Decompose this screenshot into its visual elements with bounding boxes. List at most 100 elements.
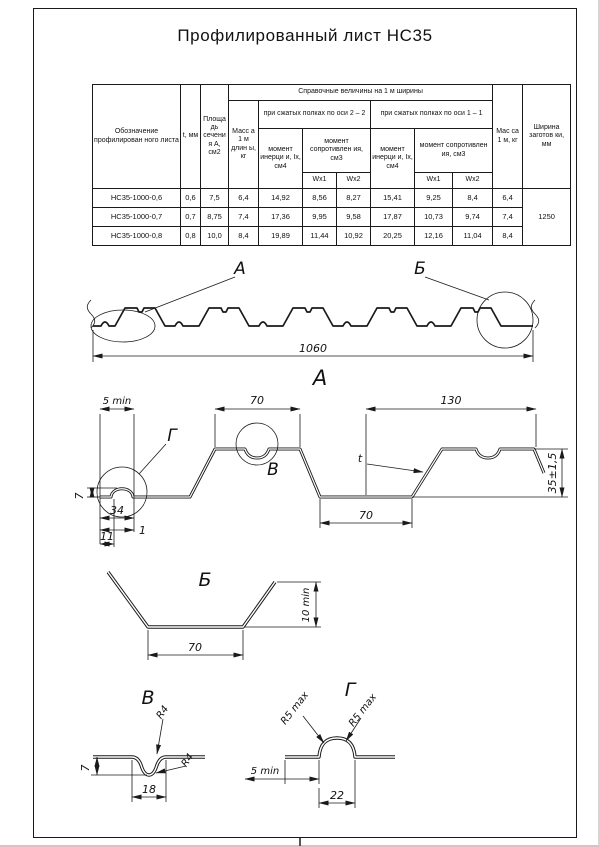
header-mass-length: Масс а 1 м длин ы, кг [228, 100, 259, 189]
cell-designation: НС35-1000-0,7 [92, 207, 181, 227]
section-g-label: Г [345, 679, 357, 701]
cell-t: 0,8 [180, 226, 201, 246]
cell-w11-1: 12,16 [414, 226, 453, 246]
dim-18: 18 [142, 783, 156, 796]
header-designation: Обозначение профилирован ного листа [92, 84, 181, 189]
sheet-center-mark [299, 838, 301, 846]
section-a-label: А [312, 366, 328, 390]
dimension-bump-height-7: 7 [73, 487, 117, 500]
thickness-callout: t [358, 452, 424, 474]
callout-b-label: Б [414, 259, 426, 279]
cell-w22-1: 9,95 [302, 207, 337, 227]
cell-w11-2: 11,04 [451, 226, 494, 246]
section-b-label: Б [198, 569, 211, 591]
section-b-drawing: Б 70 10 min [106, 569, 321, 660]
dim-70-bottom: 70 [359, 509, 373, 522]
cell-i22: 19,89 [258, 226, 303, 246]
callout-b-leader [424, 276, 490, 301]
radius-r4-upper: R4 [155, 704, 172, 755]
cell-mass-length: 7,4 [228, 207, 259, 227]
callout-v: В [235, 422, 279, 480]
header-reference-values: Справочные величины на 1 м ширины [227, 84, 494, 101]
header-wx1-a: Wx1 [302, 172, 337, 189]
dimension-pitch-130: 130 [365, 394, 537, 495]
section-b-profile [106, 571, 277, 629]
table-row: НС35-1000-0,7 0,7 8,75 7,4 17,36 9,95 9,… [92, 207, 571, 227]
cell-i22: 17,36 [258, 207, 303, 227]
dim-7: 7 [73, 493, 86, 500]
header-axis-1-1: при сжатых полках по оси 1 – 1 [369, 100, 494, 129]
cell-area: 10,0 [200, 226, 229, 246]
cell-t: 0,6 [180, 188, 201, 208]
dimension-edge-5min: 5 min [99, 396, 135, 544]
cell-w22-2: 10,92 [336, 226, 371, 246]
radius-r5-left: R5 max [279, 690, 325, 744]
dimension-total-width: 1060 [92, 330, 534, 362]
cell-t: 0,7 [180, 207, 201, 227]
cell-mass: 7,4 [492, 207, 524, 227]
section-v-profile [93, 755, 205, 777]
header-mass: Мас са 1 м, кг [492, 84, 524, 189]
break-mark-right [530, 299, 540, 329]
callout-a-label: А [233, 259, 246, 279]
dimension-v-width-18: 18 [131, 760, 167, 802]
section-v-label: В [141, 687, 154, 709]
header-resistance-2-2: момент сопротивлен ия, см3 [302, 128, 371, 173]
dim-1: 1 [139, 524, 146, 537]
callout-a-leader [144, 276, 236, 313]
header-thickness: t, мм [180, 84, 201, 189]
table-row: НС35-1000-0,8 0,8 10,0 8,4 19,89 11,44 1… [92, 226, 571, 246]
overview-profile-drawing: А Б 1060 [86, 259, 540, 362]
dimension-34-1-11: 34 1 11 [99, 499, 146, 547]
header-inertia-1-1: момент инерци и, Ix, см4 [370, 128, 415, 189]
header-wx2-a: Wx2 [336, 172, 371, 189]
cell-w22-1: 11,44 [302, 226, 337, 246]
cell-w22-1: 8,56 [302, 188, 337, 208]
dim-70-top: 70 [250, 394, 264, 407]
dim-5min: 5 min [103, 396, 131, 407]
cell-w11-1: 9,25 [414, 188, 453, 208]
r4-label-1: R4 [155, 704, 172, 721]
r5-label-1: R5 max [279, 690, 311, 727]
dim-5min: 5 min [251, 766, 279, 777]
dim-34: 34 [110, 504, 124, 517]
dimension-g-edge-5min: 5 min [244, 760, 320, 784]
dimension-flange-70: 70 [319, 499, 413, 528]
cell-mass-length: 8,4 [228, 226, 259, 246]
section-g-drawing: Г R5 max R5 max 5 min 22 [244, 679, 395, 808]
cell-blank-width: 1250 [522, 188, 572, 246]
section-a-drawing: 5 min 70 130 Г В t 34 1 11 7 [73, 394, 568, 547]
cell-mass: 8,4 [492, 226, 524, 246]
dimension-g-width-22: 22 [318, 760, 356, 808]
dimension-v-depth-7: 7 [79, 756, 147, 776]
cell-i11: 20,25 [370, 226, 415, 246]
callout-v-label: В [267, 460, 279, 480]
header-area: Площа дь сечени я А, см2 [200, 84, 229, 189]
cell-i11: 15,41 [370, 188, 415, 208]
dim-11: 11 [100, 530, 114, 543]
dim-130: 130 [441, 394, 462, 407]
table-row: НС35-1000-0,6 0,6 7,5 6,4 14,92 8,56 8,2… [92, 188, 572, 246]
dimension-b-flange-70: 70 [147, 630, 244, 660]
overview-callouts: А Б [90, 259, 534, 349]
cell-w22-2: 9,58 [336, 207, 371, 227]
section-a-profile [100, 447, 546, 499]
dimension-crest-70: 70 [214, 394, 301, 447]
page-title: Профилированный лист НС35 [177, 26, 433, 45]
dim-1060: 1060 [299, 342, 327, 355]
drawing-frame [33, 8, 577, 838]
spec-table: Обозначение профилирован ного листа t, м… [92, 84, 572, 246]
header-axis-2-2: при сжатых полках по оси 2 – 2 [258, 100, 371, 129]
cell-w11-1: 10,73 [414, 207, 453, 227]
dim-70: 70 [188, 641, 202, 654]
dim-10min: 10 min [301, 588, 312, 623]
cell-w11-2: 9,74 [451, 207, 494, 227]
cell-area: 7,5 [200, 188, 229, 208]
thickness-t: t [358, 452, 363, 465]
cell-mass-length: 6,4 [228, 188, 259, 208]
section-g-profile [285, 736, 395, 759]
break-mark-left [86, 299, 96, 329]
header-resistance-1-1: момент сопротивлен ия, см3 [413, 128, 494, 173]
cell-w22-2: 8,27 [336, 188, 371, 208]
dimension-b-end-10min: 10 min [245, 581, 321, 628]
